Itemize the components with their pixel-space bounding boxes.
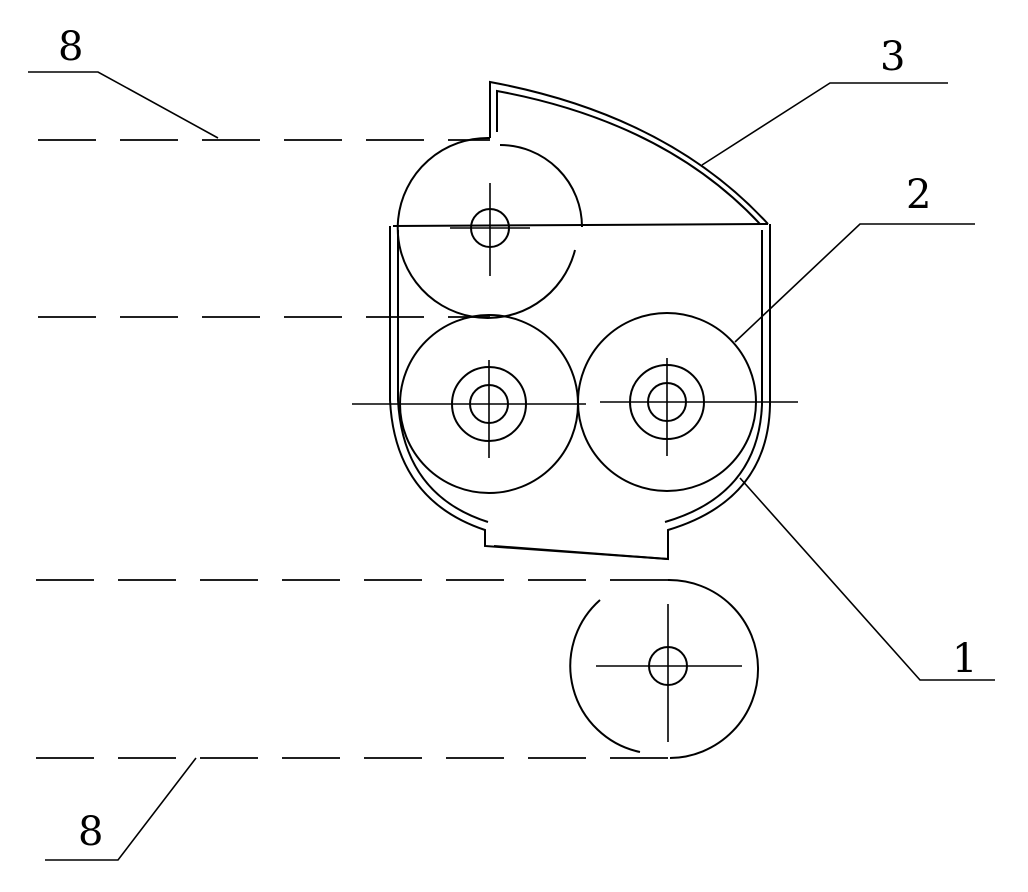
belt-lines: [36, 139, 668, 759]
leader-lines: [28, 71, 995, 861]
label-bottom-right: 1: [952, 636, 977, 682]
left-roller: [352, 314, 586, 494]
leader-2: [734, 223, 975, 343]
upper-roller-inner-arc: [499, 144, 583, 228]
cover-outline: [489, 80, 769, 225]
labels: 8 3 2 1 8: [58, 24, 977, 855]
lower-roller-left-arc: [569, 599, 641, 753]
lower-roller-arc: [667, 578, 759, 759]
leader-bottom-left-8: [45, 757, 197, 861]
upper-roller: [396, 136, 583, 319]
right-roller: [577, 312, 798, 492]
cover-inner-outline: [496, 89, 761, 225]
housing: [389, 224, 771, 561]
leader-top-left-8: [28, 71, 219, 139]
label-bottom-left: 8: [78, 809, 103, 855]
housing-floor-edge: [493, 545, 669, 560]
label-middle-right: 2: [906, 172, 931, 218]
leader-1: [739, 477, 995, 681]
lower-roller: [569, 578, 759, 759]
housing-outer-wall: [389, 224, 771, 561]
leader-3: [701, 82, 948, 166]
label-top-right: 3: [880, 34, 905, 80]
housing-inner-wall: [397, 230, 763, 523]
upper-roller-arc: [396, 136, 576, 319]
label-top-left: 8: [58, 24, 83, 70]
cover: [392, 80, 769, 227]
cover-base: [392, 223, 769, 227]
